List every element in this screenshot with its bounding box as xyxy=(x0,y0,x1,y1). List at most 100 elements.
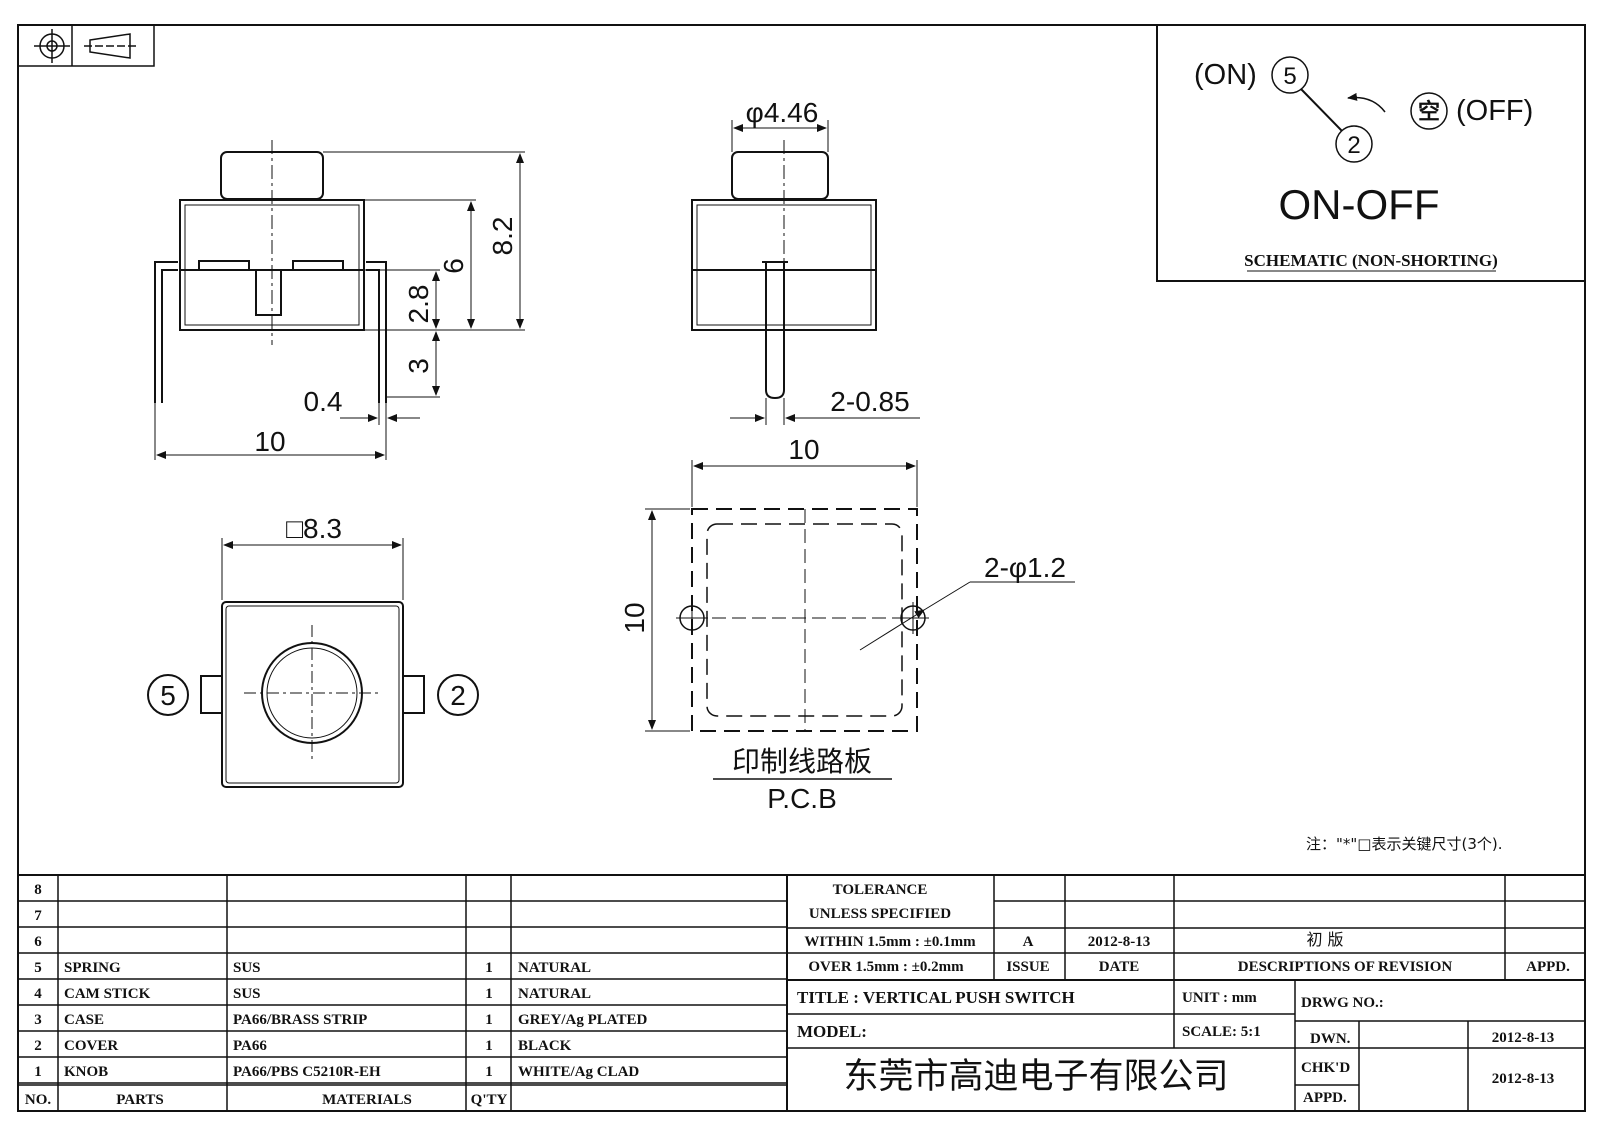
tolerance-line-4: OVER 1.5mm : ±0.2mm xyxy=(808,959,964,975)
bom-cell-qty: 1 xyxy=(485,1064,493,1080)
bom-cell-no: 5 xyxy=(34,960,42,976)
bom-cell-no: 8 xyxy=(34,882,42,898)
bom-cell-finish: GREY/Ag PLATED xyxy=(518,1012,647,1028)
schematic-terminal-5-icon xyxy=(1271,56,1309,94)
pcb-dimensions xyxy=(648,462,1075,730)
bom-cell-qty: 1 xyxy=(485,1012,493,1028)
header-issue: ISSUE xyxy=(1006,959,1049,975)
bom-cell-finish: NATURAL xyxy=(518,960,591,976)
drawing-title: TITLE : VERTICAL PUSH SWITCH xyxy=(797,988,1075,1007)
bom-header-qty: Q'TY xyxy=(471,1092,508,1108)
terminal-5-icon xyxy=(147,674,189,716)
bom-cell-part: CASE xyxy=(64,1012,104,1028)
bom-cell-no: 1 xyxy=(34,1064,42,1080)
bom-table xyxy=(18,874,1585,1111)
bom-header-no: NO. xyxy=(25,1092,52,1108)
chkd-date: 2012-8-13 xyxy=(1492,1071,1555,1087)
schematic-box xyxy=(1156,24,1586,282)
pcb-label-en: P.C.B xyxy=(767,783,837,814)
bom-cell-part: SPRING xyxy=(64,960,121,976)
side-knob xyxy=(731,151,829,200)
revision-issue: A xyxy=(1023,934,1034,950)
side-view xyxy=(691,120,877,425)
bom-cell-no: 4 xyxy=(34,986,42,1002)
bom-cell-material: SUS xyxy=(233,960,261,976)
bom-cell-qty: 1 xyxy=(485,960,493,976)
pcb-dim-holes-label: 2-φ1.2 xyxy=(984,552,1066,583)
tolerance-line-2: UNLESS SPECIFIED xyxy=(809,906,951,922)
bom-cell-part: KNOB xyxy=(64,1064,108,1080)
pcb-layout xyxy=(645,460,929,732)
bom-cell-no: 6 xyxy=(34,934,42,950)
terminal-5-label: 5 xyxy=(160,680,176,711)
revision-date: 2012-8-13 xyxy=(1088,934,1151,950)
bom-cell-material: PA66/BRASS STRIP xyxy=(233,1012,367,1028)
header-date: DATE xyxy=(1099,959,1140,975)
bom-cell-finish: BLACK xyxy=(518,1038,572,1054)
front-view xyxy=(154,140,525,460)
drwg-no-label: DRWG NO.: xyxy=(1301,995,1384,1011)
dwn-label: DWN. xyxy=(1310,1031,1351,1047)
model-label: MODEL: xyxy=(797,1022,867,1041)
critical-dimension-note: 注："*"□表示关键尺寸(3个). xyxy=(1306,835,1503,853)
revision-description: 初 版 xyxy=(1306,930,1343,949)
bom-cell-finish: WHITE/Ag CLAD xyxy=(518,1064,639,1080)
header-appd: APPD. xyxy=(1526,959,1570,975)
bom-header-parts: PARTS xyxy=(116,1092,164,1108)
schematic-terminal-2-icon xyxy=(1335,125,1373,163)
bom-cell-part: CAM STICK xyxy=(64,986,151,1002)
dim-pin-label: 2-0.85 xyxy=(830,386,909,417)
bom-cell-no: 3 xyxy=(34,1012,42,1028)
chkd-label: CHK'D xyxy=(1301,1060,1350,1076)
schematic-type-label: ON-OFF xyxy=(1279,181,1440,228)
dim-0-4-label: 0.4 xyxy=(304,386,343,417)
bom-cell-part: COVER xyxy=(64,1038,118,1054)
front-dimensions xyxy=(156,153,524,459)
pcb-dim-width-label: 10 xyxy=(788,434,819,465)
terminal-2-label: 2 xyxy=(450,680,466,711)
dim-3-label: 3 xyxy=(403,358,434,374)
title-block xyxy=(787,875,1585,1111)
tolerance-line-1: TOLERANCE xyxy=(833,882,928,898)
company-name: 东莞市高迪电子有限公司 xyxy=(843,1057,1228,1097)
top-view xyxy=(147,538,479,788)
bom-cell-material: PA66 xyxy=(233,1038,267,1054)
bom-cell-no: 2 xyxy=(34,1038,42,1054)
side-pin xyxy=(765,261,785,400)
bom-cell-finish: NATURAL xyxy=(518,986,591,1002)
dim-2-8-label: 2.8 xyxy=(403,285,434,324)
dwn-date: 2012-8-13 xyxy=(1492,1030,1555,1046)
side-dimensions xyxy=(730,124,920,422)
switch-action-arrow-icon xyxy=(1347,92,1386,113)
unit-label: UNIT : mm xyxy=(1182,990,1257,1006)
appd-label: APPD. xyxy=(1303,1090,1347,1106)
tolerance-line-3: WITHIN 1.5mm : ±0.1mm xyxy=(804,934,976,950)
dim-8-2-label: 8.2 xyxy=(487,217,518,256)
bom-cell-no: 7 xyxy=(34,908,42,924)
terminal-2-icon xyxy=(437,674,479,716)
schematic-empty-terminal-icon xyxy=(1410,92,1448,130)
schematic-empty-label: 空 xyxy=(1418,99,1440,125)
schematic-on-label: (ON) xyxy=(1194,59,1257,91)
scale-label: SCALE: 5:1 xyxy=(1182,1024,1261,1040)
bom-header-materials: MATERIALS xyxy=(322,1092,412,1108)
dim-square-label: □8.3 xyxy=(286,513,342,544)
header-descriptions: DESCRIPTIONS OF REVISION xyxy=(1238,959,1453,975)
bom-cell-qty: 1 xyxy=(485,986,493,1002)
pcb-label-cn: 印制线路板 xyxy=(732,745,872,778)
schematic-terminal-5-label: 5 xyxy=(1283,63,1296,90)
schematic-caption: SCHEMATIC (NON-SHORTING) xyxy=(1244,251,1498,270)
bom-cell-material: SUS xyxy=(233,986,261,1002)
bom-cell-qty: 1 xyxy=(485,1038,493,1054)
schematic-off-label: (OFF) xyxy=(1456,95,1533,127)
dim-6-label: 6 xyxy=(438,258,469,274)
drawing-frame xyxy=(17,24,1586,1112)
bom-cell-material: PA66/PBS C5210R-EH xyxy=(233,1064,381,1080)
schematic-terminal-2-label: 2 xyxy=(1347,132,1360,159)
dim-phi-4-46-label: φ4.46 xyxy=(746,97,819,128)
bom-header-row: NO. PARTS MATERIALS Q'TY xyxy=(25,1092,508,1108)
pcb-dim-height-label: 10 xyxy=(619,602,650,633)
projection-symbol-icon xyxy=(17,24,155,67)
